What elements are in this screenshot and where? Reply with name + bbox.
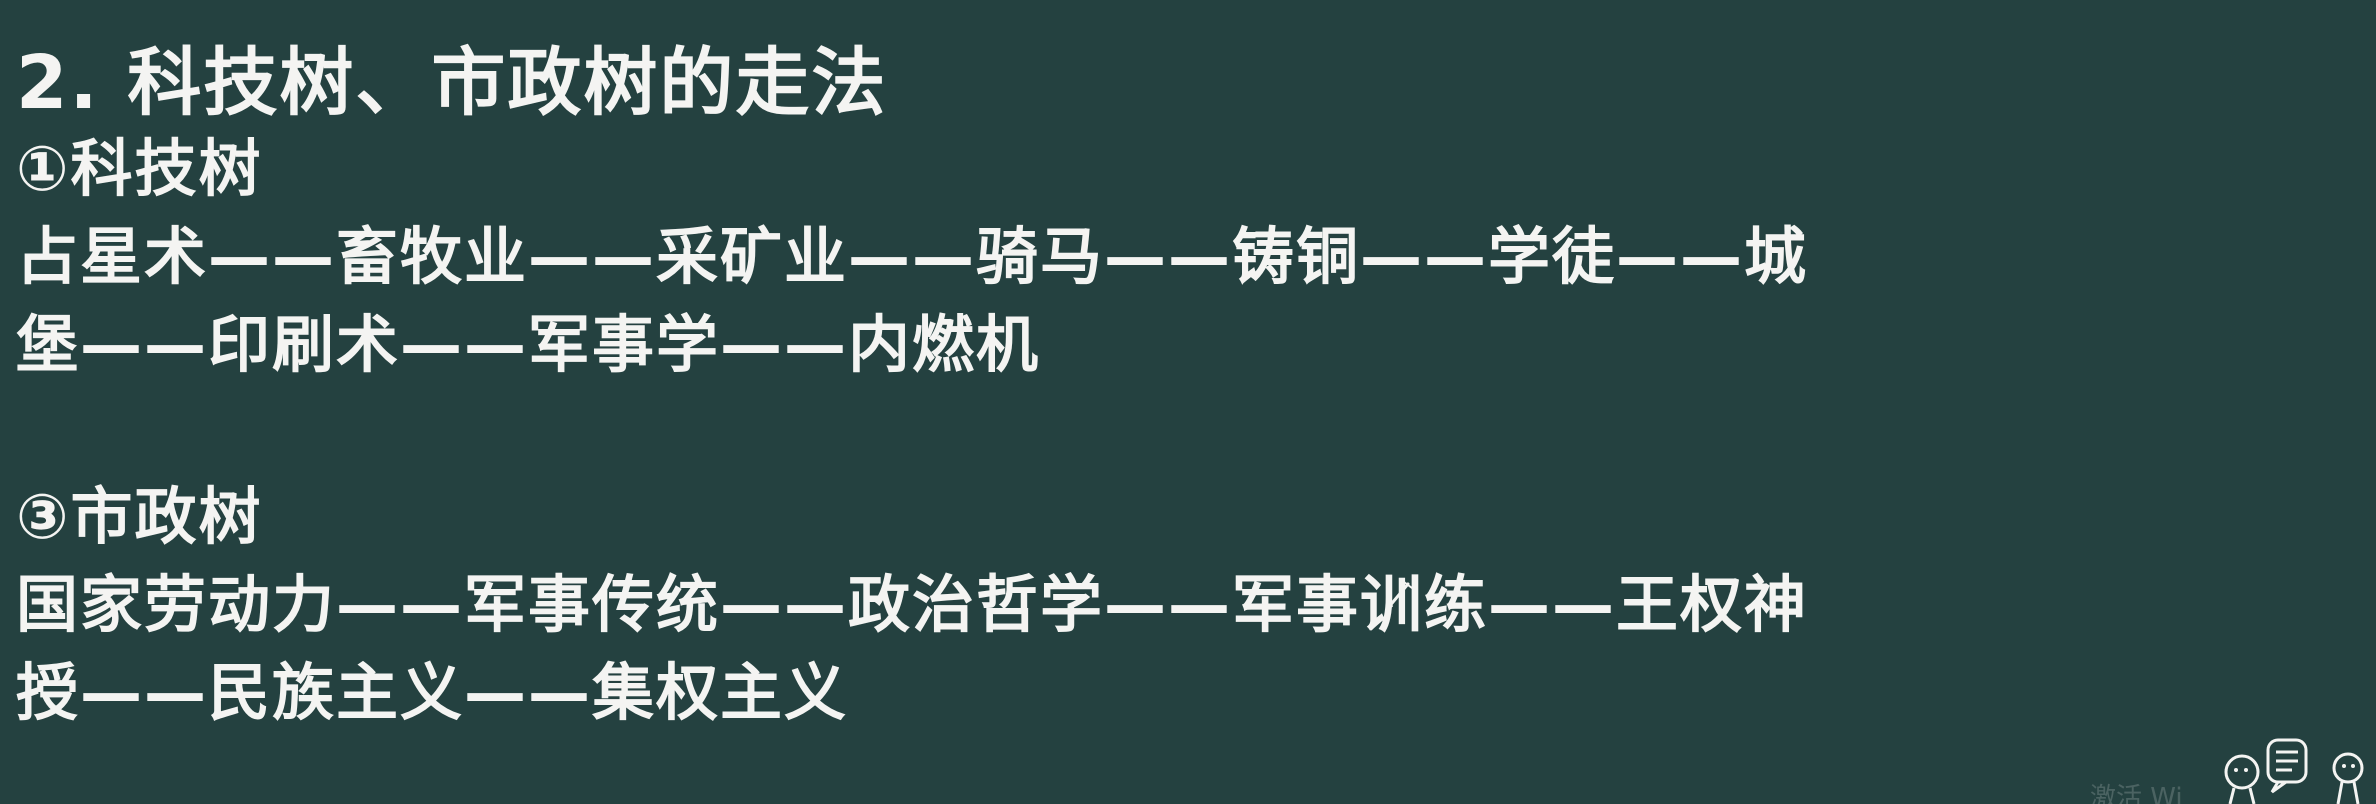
tech-tree-heading: ①科技树 (16, 132, 263, 205)
slide-title: 2. 科技树、市政树的走法 (16, 40, 888, 126)
watermark-text: 激活 Wi (2090, 783, 2183, 804)
civic-tree-line-2: 授——民族主义——集权主义 (16, 656, 849, 729)
mascot-doodle-icon (2224, 738, 2364, 804)
tech-tree-line-1: 占星术——畜牧业——采矿业——骑马——铸铜——学徒——城 (16, 220, 1809, 293)
civic-tree-line-1: 国家劳动力——军事传统——政治哲学——军事训练——王权神 (16, 568, 1809, 641)
civic-tree-heading: ③市政树 (16, 480, 263, 553)
tech-tree-line-2: 堡——印刷术——军事学——内燃机 (16, 308, 1041, 381)
pen-cursor-icon (1385, 581, 1413, 611)
